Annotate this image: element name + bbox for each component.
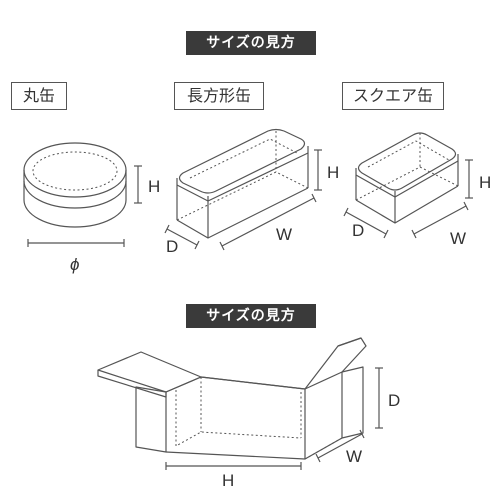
round-diameter-dimension	[27, 239, 125, 247]
open-box-drawing	[97, 337, 367, 460]
rect-d-label: D	[166, 237, 178, 256]
round-h-label: H	[148, 177, 160, 196]
rect-can-drawing	[176, 128, 309, 239]
square-can-drawing	[355, 132, 459, 224]
box-d-label: D	[388, 391, 400, 410]
section-title-top: サイズの見方	[186, 31, 316, 55]
box-d-dimension	[375, 367, 383, 429]
square-d-dimension	[343, 207, 389, 239]
rect-h-dimension	[314, 149, 322, 191]
rect-d-dimension	[164, 224, 200, 250]
box-h-label: H	[222, 471, 234, 490]
square-h-dimension	[465, 159, 473, 199]
square-w-dimension	[411, 201, 469, 239]
square-w-label: W	[450, 229, 466, 248]
rect-w-label: W	[276, 225, 292, 244]
square-d-label: D	[352, 221, 364, 240]
box-w-dimension	[315, 429, 365, 463]
rect-w-dimension	[219, 193, 317, 251]
label-square-can: スクエア缶	[342, 82, 444, 110]
label-rect-can: 長方形缶	[174, 82, 264, 110]
label-round-can: 丸缶	[11, 82, 67, 110]
box-w-label: W	[346, 447, 362, 466]
round-diameter-label: ϕ	[70, 255, 79, 274]
box-h-dimension	[165, 462, 302, 470]
square-h-label: H	[479, 173, 491, 192]
round-can-drawing	[23, 142, 127, 228]
round-h-dimension	[134, 165, 142, 204]
section-title-bottom: サイズの見方	[186, 304, 316, 328]
rect-h-label: H	[327, 163, 339, 182]
